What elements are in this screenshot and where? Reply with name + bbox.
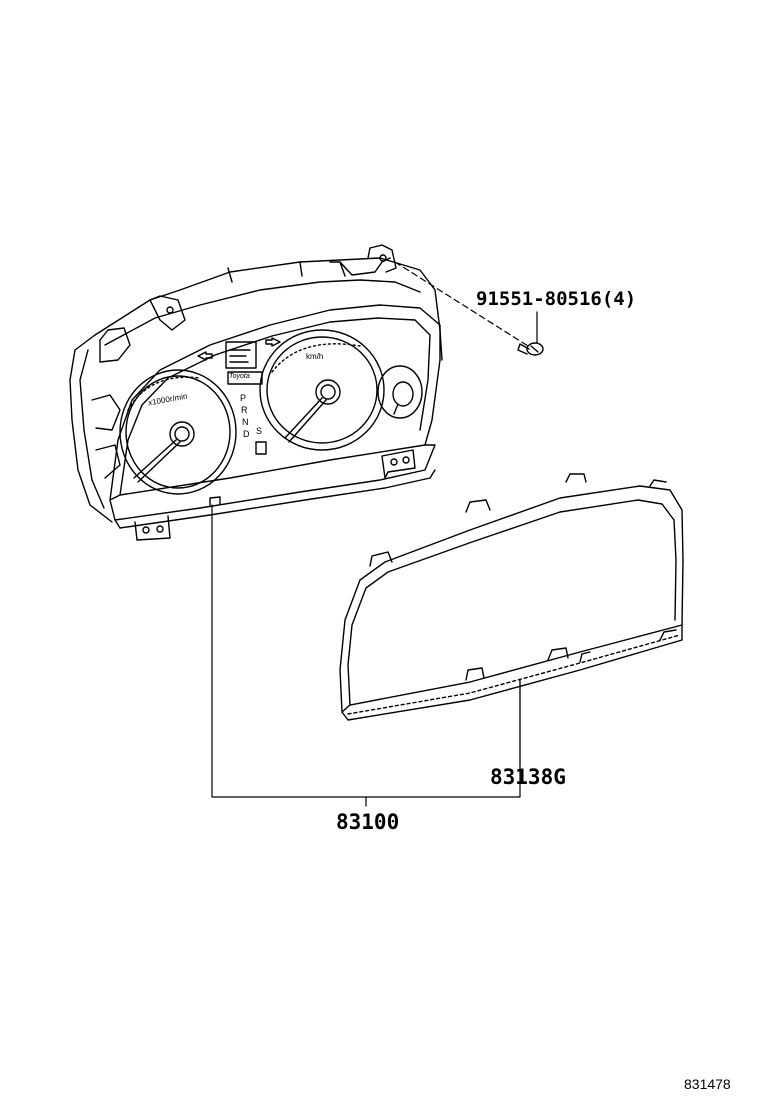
part-number-glass: 83138G — [490, 765, 566, 789]
figure-reference-number: 831478 — [684, 1076, 731, 1092]
speedometer-unit-label: km/h — [306, 352, 324, 361]
part-number-screw: 91551-80516(4) — [476, 288, 637, 310]
leader-lines — [211, 261, 538, 807]
fuel-gauge — [377, 365, 423, 419]
meter-glass — [339, 473, 684, 721]
odometer-lcd — [225, 341, 257, 369]
speedometer-gauge — [259, 329, 385, 451]
right-turn-indicator — [265, 337, 281, 347]
screw — [517, 342, 544, 356]
tachometer-gauge — [119, 369, 237, 495]
gear-letter-r: R — [241, 405, 248, 415]
left-turn-indicator — [197, 351, 213, 361]
gear-letter-d: D — [243, 429, 250, 439]
sport-letter: S — [256, 426, 263, 436]
gear-letter-p: P — [240, 393, 247, 403]
part-number-meter-assembly: 83100 — [336, 810, 400, 834]
gear-letter-n: N — [242, 417, 249, 427]
lcd-brand-text: Toyota — [229, 373, 250, 380]
combination-meter-assembly — [69, 244, 443, 541]
sport-indicator — [255, 441, 267, 455]
